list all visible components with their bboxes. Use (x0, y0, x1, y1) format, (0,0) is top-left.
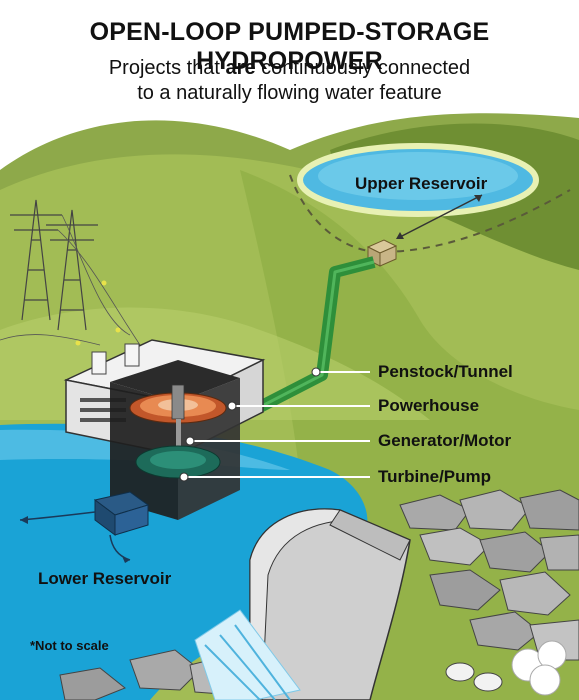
lower-reservoir-water (0, 423, 368, 700)
powerhouse-building (63, 339, 266, 520)
label-lower-reservoir: Lower Reservoir (38, 569, 172, 588)
label-penstock: Penstock/Tunnel (378, 362, 513, 381)
label-generator: Generator/Motor (378, 431, 512, 450)
label-turbine: Turbine/Pump (378, 467, 492, 486)
transmission-towers (0, 199, 141, 346)
subtitle-emphasis: are (225, 57, 256, 79)
lower-intake (93, 491, 150, 536)
label-powerhouse: Powerhouse (378, 396, 480, 415)
label-upper-reservoir: Upper Reservoir (355, 174, 488, 193)
diagram-title: OPEN-LOOP PUMPED-STORAGE HYDROPOWER (89, 18, 490, 75)
generator-motor (129, 384, 227, 424)
footnote: *Not to scale (30, 638, 109, 653)
turbine-pump (135, 445, 221, 479)
subtitle-line2: to a naturally flowing water feature (137, 82, 442, 104)
diagram-subtitle: Projects that are continuously connected… (0, 56, 579, 106)
subtitle-after: continuously connected (255, 57, 471, 79)
outlet-pipes (445, 640, 567, 696)
subtitle-before: Projects that (108, 57, 226, 79)
